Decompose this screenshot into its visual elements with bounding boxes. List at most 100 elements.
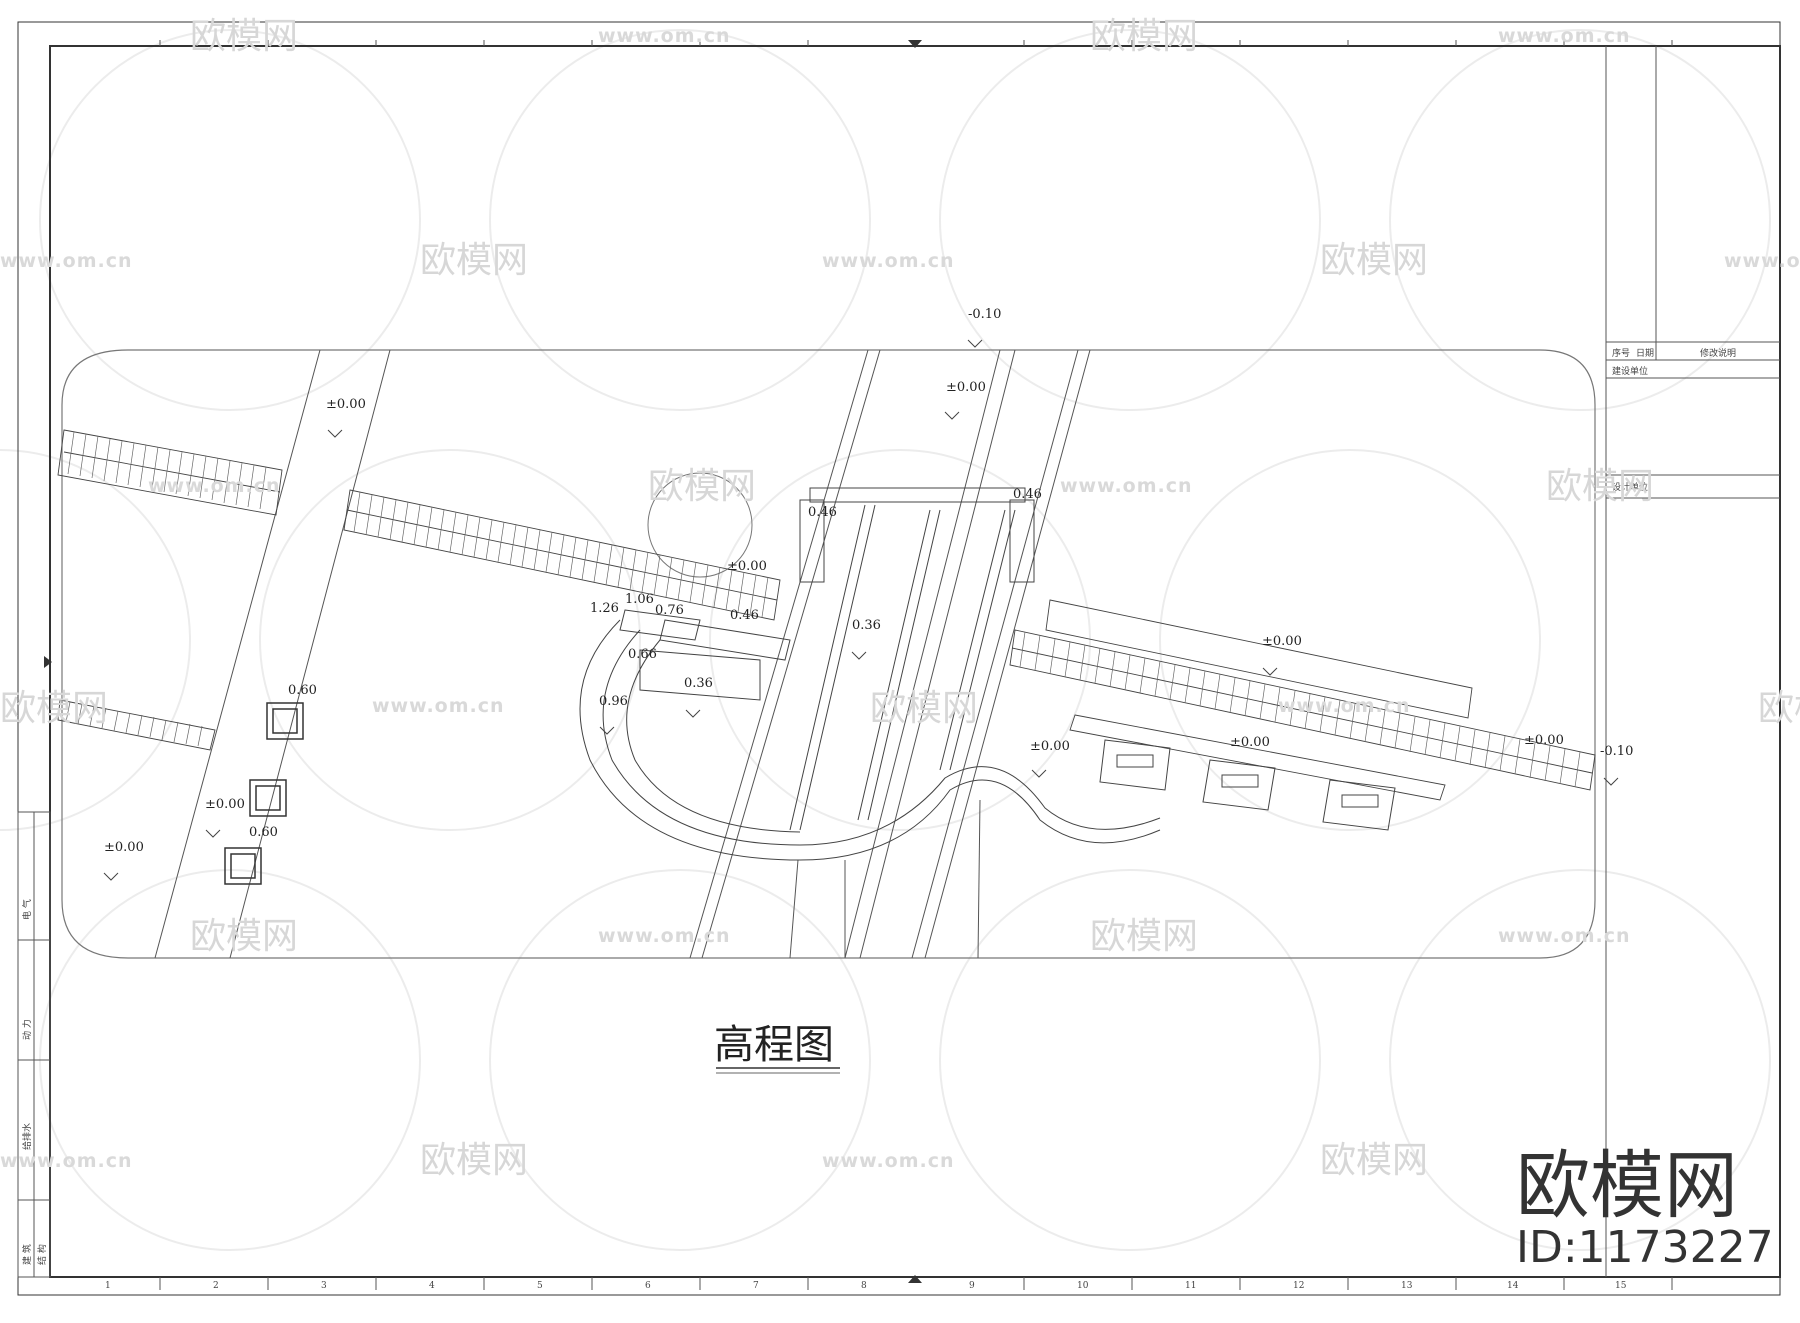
signoff-strip-text: 电 气 动 力 给排水 建 筑 结 构 bbox=[21, 899, 48, 1265]
watermark-brand: 欧模网 bbox=[190, 916, 298, 957]
border-number: 10 bbox=[1077, 1281, 1089, 1291]
elevation-label: ±0.00 bbox=[946, 380, 986, 395]
tree-grates bbox=[224, 702, 304, 885]
elevation-label: ±0.00 bbox=[1230, 735, 1270, 750]
border-number: 4 bbox=[429, 1281, 435, 1291]
discipline-plumbing: 给排水 bbox=[21, 1123, 33, 1150]
watermark-url: www.om.cn bbox=[372, 695, 505, 717]
border-number: 12 bbox=[1293, 1281, 1304, 1291]
site-boundary bbox=[61, 349, 1596, 959]
designer-label: 设计单位 bbox=[1612, 481, 1648, 493]
brand-id: ID:1173227 bbox=[1516, 1222, 1774, 1273]
signoff-strip bbox=[17, 811, 51, 1278]
watermark-brand: 欧模网 bbox=[0, 688, 108, 729]
watermark-brand: 欧模网 bbox=[1758, 688, 1800, 729]
watermark-brand: 欧模网 bbox=[1546, 466, 1654, 507]
watermark-brand: 欧模网 bbox=[1090, 916, 1198, 957]
watermark-url: www.om.cn bbox=[148, 475, 281, 497]
border-ticks bbox=[159, 40, 1673, 1290]
sheet-border bbox=[17, 21, 1781, 1296]
watermark-brand: 欧模网 bbox=[1320, 240, 1428, 281]
revision-note-header: 修改说明 bbox=[1700, 347, 1736, 359]
border-number: 15 bbox=[1615, 1281, 1627, 1291]
road-lines bbox=[154, 349, 1091, 959]
center-marker-bottom bbox=[908, 1275, 922, 1283]
watermark-brand: 欧模网 bbox=[648, 466, 756, 507]
watermark-url: www.om.cn bbox=[0, 250, 133, 272]
elevation-label: 0.36 bbox=[684, 676, 713, 691]
watermark-url: www.om.cn bbox=[1278, 695, 1411, 717]
elevation-labels: -0.10 ±0.00 ±0.00 0.46 0.46 ±0.00 1.26 1… bbox=[104, 307, 1633, 855]
elevation-label: ±0.00 bbox=[1030, 739, 1070, 754]
elevation-label: ±0.00 bbox=[1524, 733, 1564, 748]
elevation-label: 0.96 bbox=[599, 694, 628, 709]
elevation-label: 1.06 bbox=[625, 592, 654, 607]
paver-hatch-right bbox=[1019, 631, 1581, 788]
center-marker-top bbox=[908, 40, 922, 48]
elevation-label: -0.10 bbox=[968, 307, 1001, 322]
elevation-label: 1.26 bbox=[590, 601, 619, 616]
elevation-label: 0.46 bbox=[730, 608, 759, 623]
elevation-label: 0.46 bbox=[808, 505, 837, 520]
central-plaza bbox=[579, 472, 1161, 861]
border-number: 9 bbox=[969, 1281, 975, 1291]
watermark-url: www.om.cn bbox=[1060, 475, 1193, 497]
watermark-url: www.om.cn bbox=[822, 250, 955, 272]
watermark-layer: 欧模网 www.om.cn 欧模网 www.om.cn www.om.cn 欧模… bbox=[0, 16, 1800, 1181]
elevation-label: ±0.00 bbox=[104, 840, 144, 855]
center-marker-left bbox=[44, 656, 52, 668]
border-number: 6 bbox=[645, 1281, 651, 1291]
watermark-brand: 欧模网 bbox=[1090, 16, 1198, 57]
revision-date-header: 日期 bbox=[1636, 348, 1654, 359]
border-numbers: 1 2 3 4 5 6 7 8 9 10 11 12 13 14 15 bbox=[105, 1281, 1627, 1291]
brand-name: 欧模网 bbox=[1516, 1143, 1738, 1229]
border-number: 1 bbox=[105, 1281, 111, 1291]
title-block bbox=[1605, 46, 1780, 1277]
elevation-label: ±0.00 bbox=[727, 559, 767, 574]
watermark-url: www.om.cn bbox=[598, 25, 731, 47]
elevation-markers bbox=[103, 339, 1619, 881]
border-number: 14 bbox=[1507, 1281, 1519, 1291]
watermark-url: www.om.cn bbox=[0, 1150, 133, 1172]
client-label: 建设单位 bbox=[1612, 365, 1648, 377]
drawing-title: 高程图 bbox=[714, 1022, 834, 1068]
discipline-architecture: 建 筑 bbox=[21, 1244, 33, 1265]
revision-no-header: 序号 bbox=[1612, 347, 1630, 359]
title-block-text: 序号 日期 修改说明 建设单位 设计单位 bbox=[1612, 347, 1736, 493]
elevation-label: ±0.00 bbox=[205, 797, 245, 812]
watermark-brand: 欧模网 bbox=[190, 16, 298, 57]
discipline-power: 动 力 bbox=[21, 1019, 33, 1040]
discipline-electrical: 电 气 bbox=[21, 899, 33, 920]
elevation-label: 0.66 bbox=[628, 647, 657, 662]
watermark-brand: 欧模网 bbox=[870, 688, 978, 729]
watermark-url: www.om.cn bbox=[1498, 925, 1631, 947]
border-number: 7 bbox=[753, 1281, 759, 1291]
elevation-label: -0.10 bbox=[1600, 744, 1633, 759]
watermark-brand: 欧模网 bbox=[1320, 1140, 1428, 1181]
watermark-url: www.om.cn bbox=[822, 1150, 955, 1172]
watermark-brand: 欧模网 bbox=[420, 1140, 528, 1181]
border-number: 5 bbox=[537, 1281, 543, 1291]
watermark-url: www.om.cn bbox=[1498, 25, 1631, 47]
elevation-label: 0.60 bbox=[249, 825, 278, 840]
border-number: 2 bbox=[213, 1281, 219, 1291]
border-number: 8 bbox=[861, 1281, 867, 1291]
elevation-label: 0.36 bbox=[852, 618, 881, 633]
elevation-label: ±0.00 bbox=[326, 397, 366, 412]
elevation-label: ±0.00 bbox=[1262, 634, 1302, 649]
watermark-brand: 欧模网 bbox=[420, 240, 528, 281]
border-number: 3 bbox=[321, 1281, 327, 1291]
elevation-label: 0.60 bbox=[288, 683, 317, 698]
elevation-label: 0.46 bbox=[1013, 487, 1042, 502]
discipline-structure: 结 构 bbox=[36, 1244, 48, 1265]
watermark-url: www.om.cn bbox=[1724, 250, 1800, 272]
planter-boxes bbox=[1099, 739, 1396, 831]
watermark-arcs bbox=[0, 29, 1771, 1251]
paver-strip-right bbox=[1009, 599, 1596, 801]
border-number: 11 bbox=[1185, 1281, 1196, 1291]
elevation-label: 0.76 bbox=[655, 603, 684, 618]
paver-hatch-left bbox=[65, 431, 769, 747]
watermark-url: www.om.cn bbox=[598, 925, 731, 947]
border-number: 13 bbox=[1401, 1281, 1413, 1291]
